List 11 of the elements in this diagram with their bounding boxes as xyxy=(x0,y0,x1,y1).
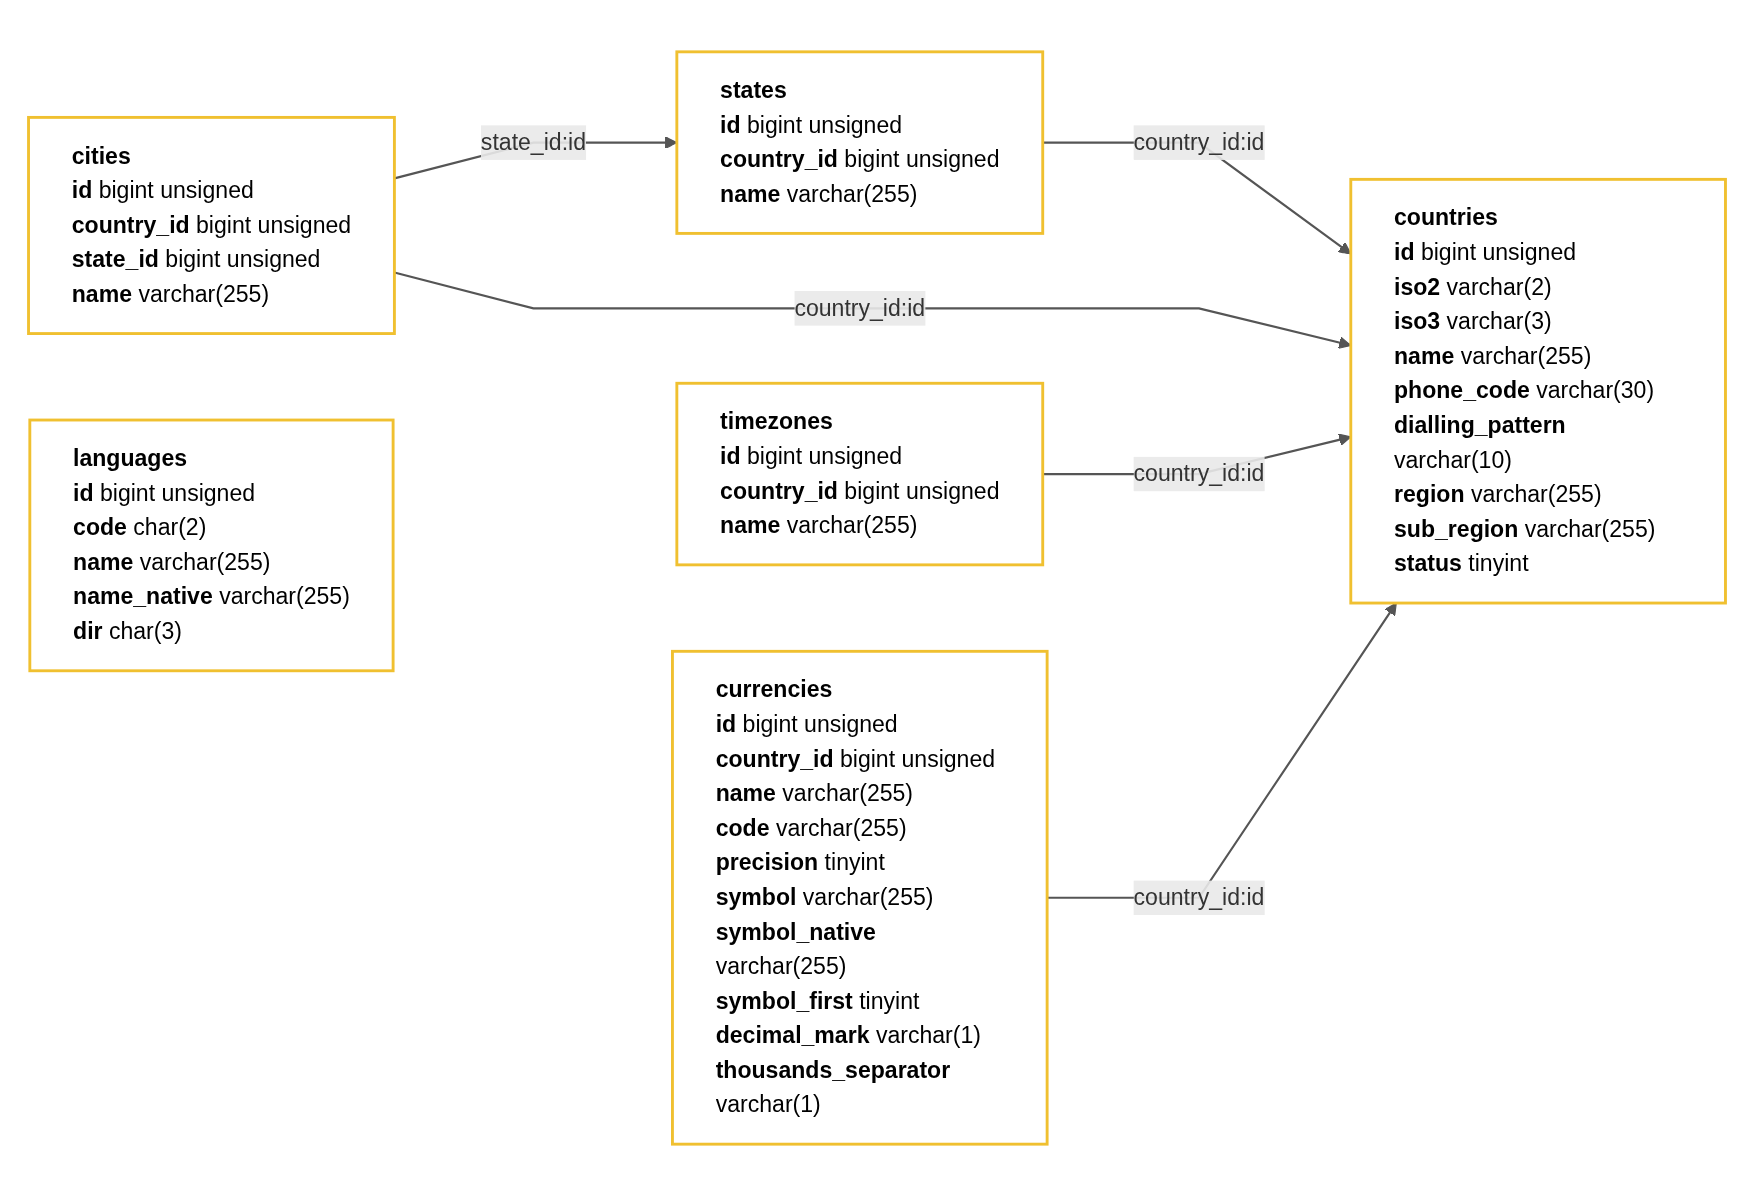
edge-label: country_id:id xyxy=(1133,129,1265,155)
node-box: currencies id bigint unsigned country_id bigint unsigned name varchar(255) code varchar(255) precision tinyint symbol varchar(255) symbol_native varchar(255) symbol_first tinyint decimal_mark varchar(1) thousands_separator varchar(1) xyxy=(671,649,1049,1146)
edge-label: country_id:id xyxy=(794,295,926,320)
node-box: languages id bigint unsigned code char(2) name varchar(255) name_native varchar(255) dir char(3) xyxy=(28,418,395,673)
edge-label: country_id:id xyxy=(1133,884,1265,910)
node-box: states id bigint unsigned country_id bigint unsigned name varchar(255) xyxy=(675,50,1045,235)
node-box: cities id bigint unsigned country_id bigint unsigned state_id bigint unsigned name varchar(255) xyxy=(27,115,396,335)
node-box: countries id bigint unsigned iso2 varchar(2) iso3 varchar(3) name varchar(255) phone_code varchar(30) dialling_pattern varchar(10) region varchar(255) sub_region varchar(255) status tinyint xyxy=(1349,177,1727,605)
edge-label: country_id:id xyxy=(1133,461,1265,486)
node-box: timezones id bigint unsigned country_id bigint unsigned name varchar(255) xyxy=(675,381,1045,567)
edge-label: state_id:id xyxy=(480,129,586,155)
